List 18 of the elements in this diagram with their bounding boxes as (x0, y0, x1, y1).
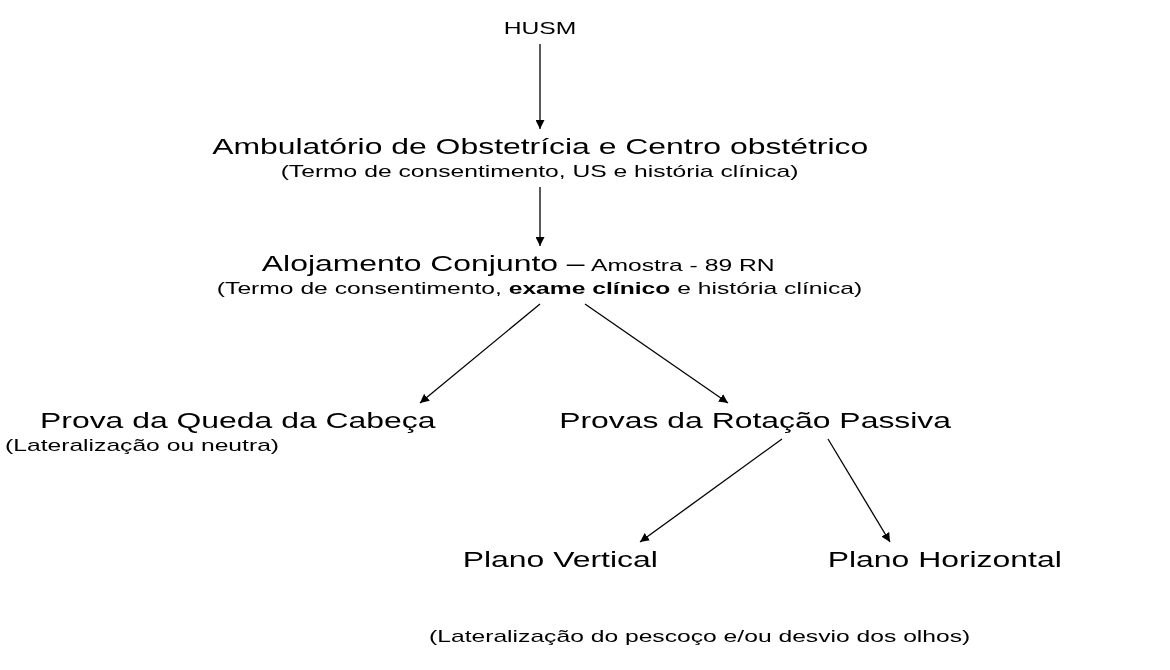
node-title: HUSM (503, 18, 577, 40)
arrow (584, 303, 729, 404)
node-title: Alojamento Conjunto – (262, 250, 585, 278)
node-title: Ambulatório de Obstetrícia e Centro obstétrico (211, 133, 868, 161)
node-note: (Termo de consentimento, US e história clínica) (281, 161, 799, 183)
arrow (827, 438, 891, 543)
note-text: (Lateralização do pescoço e/ou desvio dos olhos) (429, 626, 971, 648)
node-title: Provas da Rotação Passiva (559, 407, 951, 435)
arrow (639, 438, 783, 543)
node-title: Plano Horizontal (827, 546, 1063, 574)
node-note: (Termo de consentimento, exame clínico e história clínica) (217, 278, 863, 300)
node-note: Amostra - 89 RN (591, 255, 775, 277)
arrow (535, 43, 545, 130)
node-title: Prova da Queda da Cabeça (40, 407, 436, 435)
node-note: (Lateralização ou neutra) (5, 435, 280, 457)
arrow (535, 186, 545, 247)
arrow (419, 303, 541, 404)
node-title: Plano Vertical (462, 546, 658, 574)
